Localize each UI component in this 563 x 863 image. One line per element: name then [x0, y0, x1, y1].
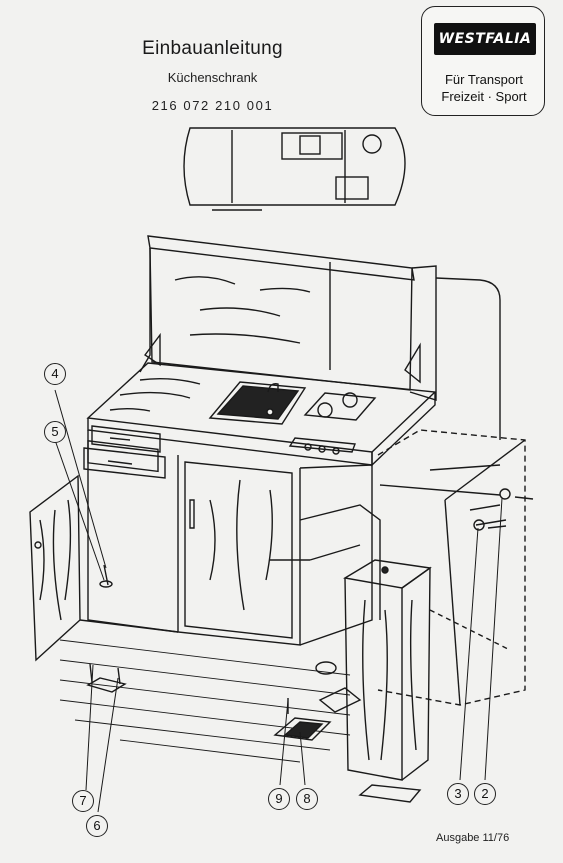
hinge-hardware	[79, 564, 179, 633]
logo-tagline-1: Für Transport	[444, 72, 524, 87]
countertop	[86, 362, 437, 467]
cabinet-back-panel	[139, 235, 501, 440]
callout-9: 9	[268, 788, 290, 810]
floor-planks	[59, 639, 351, 763]
exploded-view-drawing	[29, 127, 534, 813]
westfalia-logo: WESTFALIA	[434, 23, 536, 55]
callout-8: 8	[296, 788, 318, 810]
callout-3: 3	[447, 783, 469, 805]
cabinet-door-left	[29, 474, 81, 662]
edition-note: Ausgabe 11/76	[436, 832, 510, 844]
side-frame	[377, 429, 534, 706]
part-number: 216 072 210 001	[151, 98, 274, 113]
document-subtitle: Küchenschrank	[167, 70, 258, 85]
callout-2: 2	[474, 783, 496, 805]
callout-7: 7	[72, 790, 94, 812]
leader-lines	[54, 389, 503, 813]
van-top-view	[183, 127, 406, 211]
callout-4: 4	[44, 363, 66, 385]
title-block: Einbauanleitung Küchenschrank 216 072 21…	[115, 38, 310, 113]
document-title: Einbauanleitung	[142, 38, 283, 59]
storage-column	[343, 559, 432, 803]
floor-brackets	[86, 661, 362, 741]
callout-6: 6	[86, 815, 108, 837]
sink-and-stove	[208, 381, 377, 455]
cabinet-front	[83, 425, 381, 646]
callout-5: 5	[44, 421, 66, 443]
westfalia-logo-box: WESTFALIA Für Transport Freizeit · Sport	[421, 6, 545, 116]
logo-tagline-2: Freizeit · Sport	[441, 89, 527, 104]
